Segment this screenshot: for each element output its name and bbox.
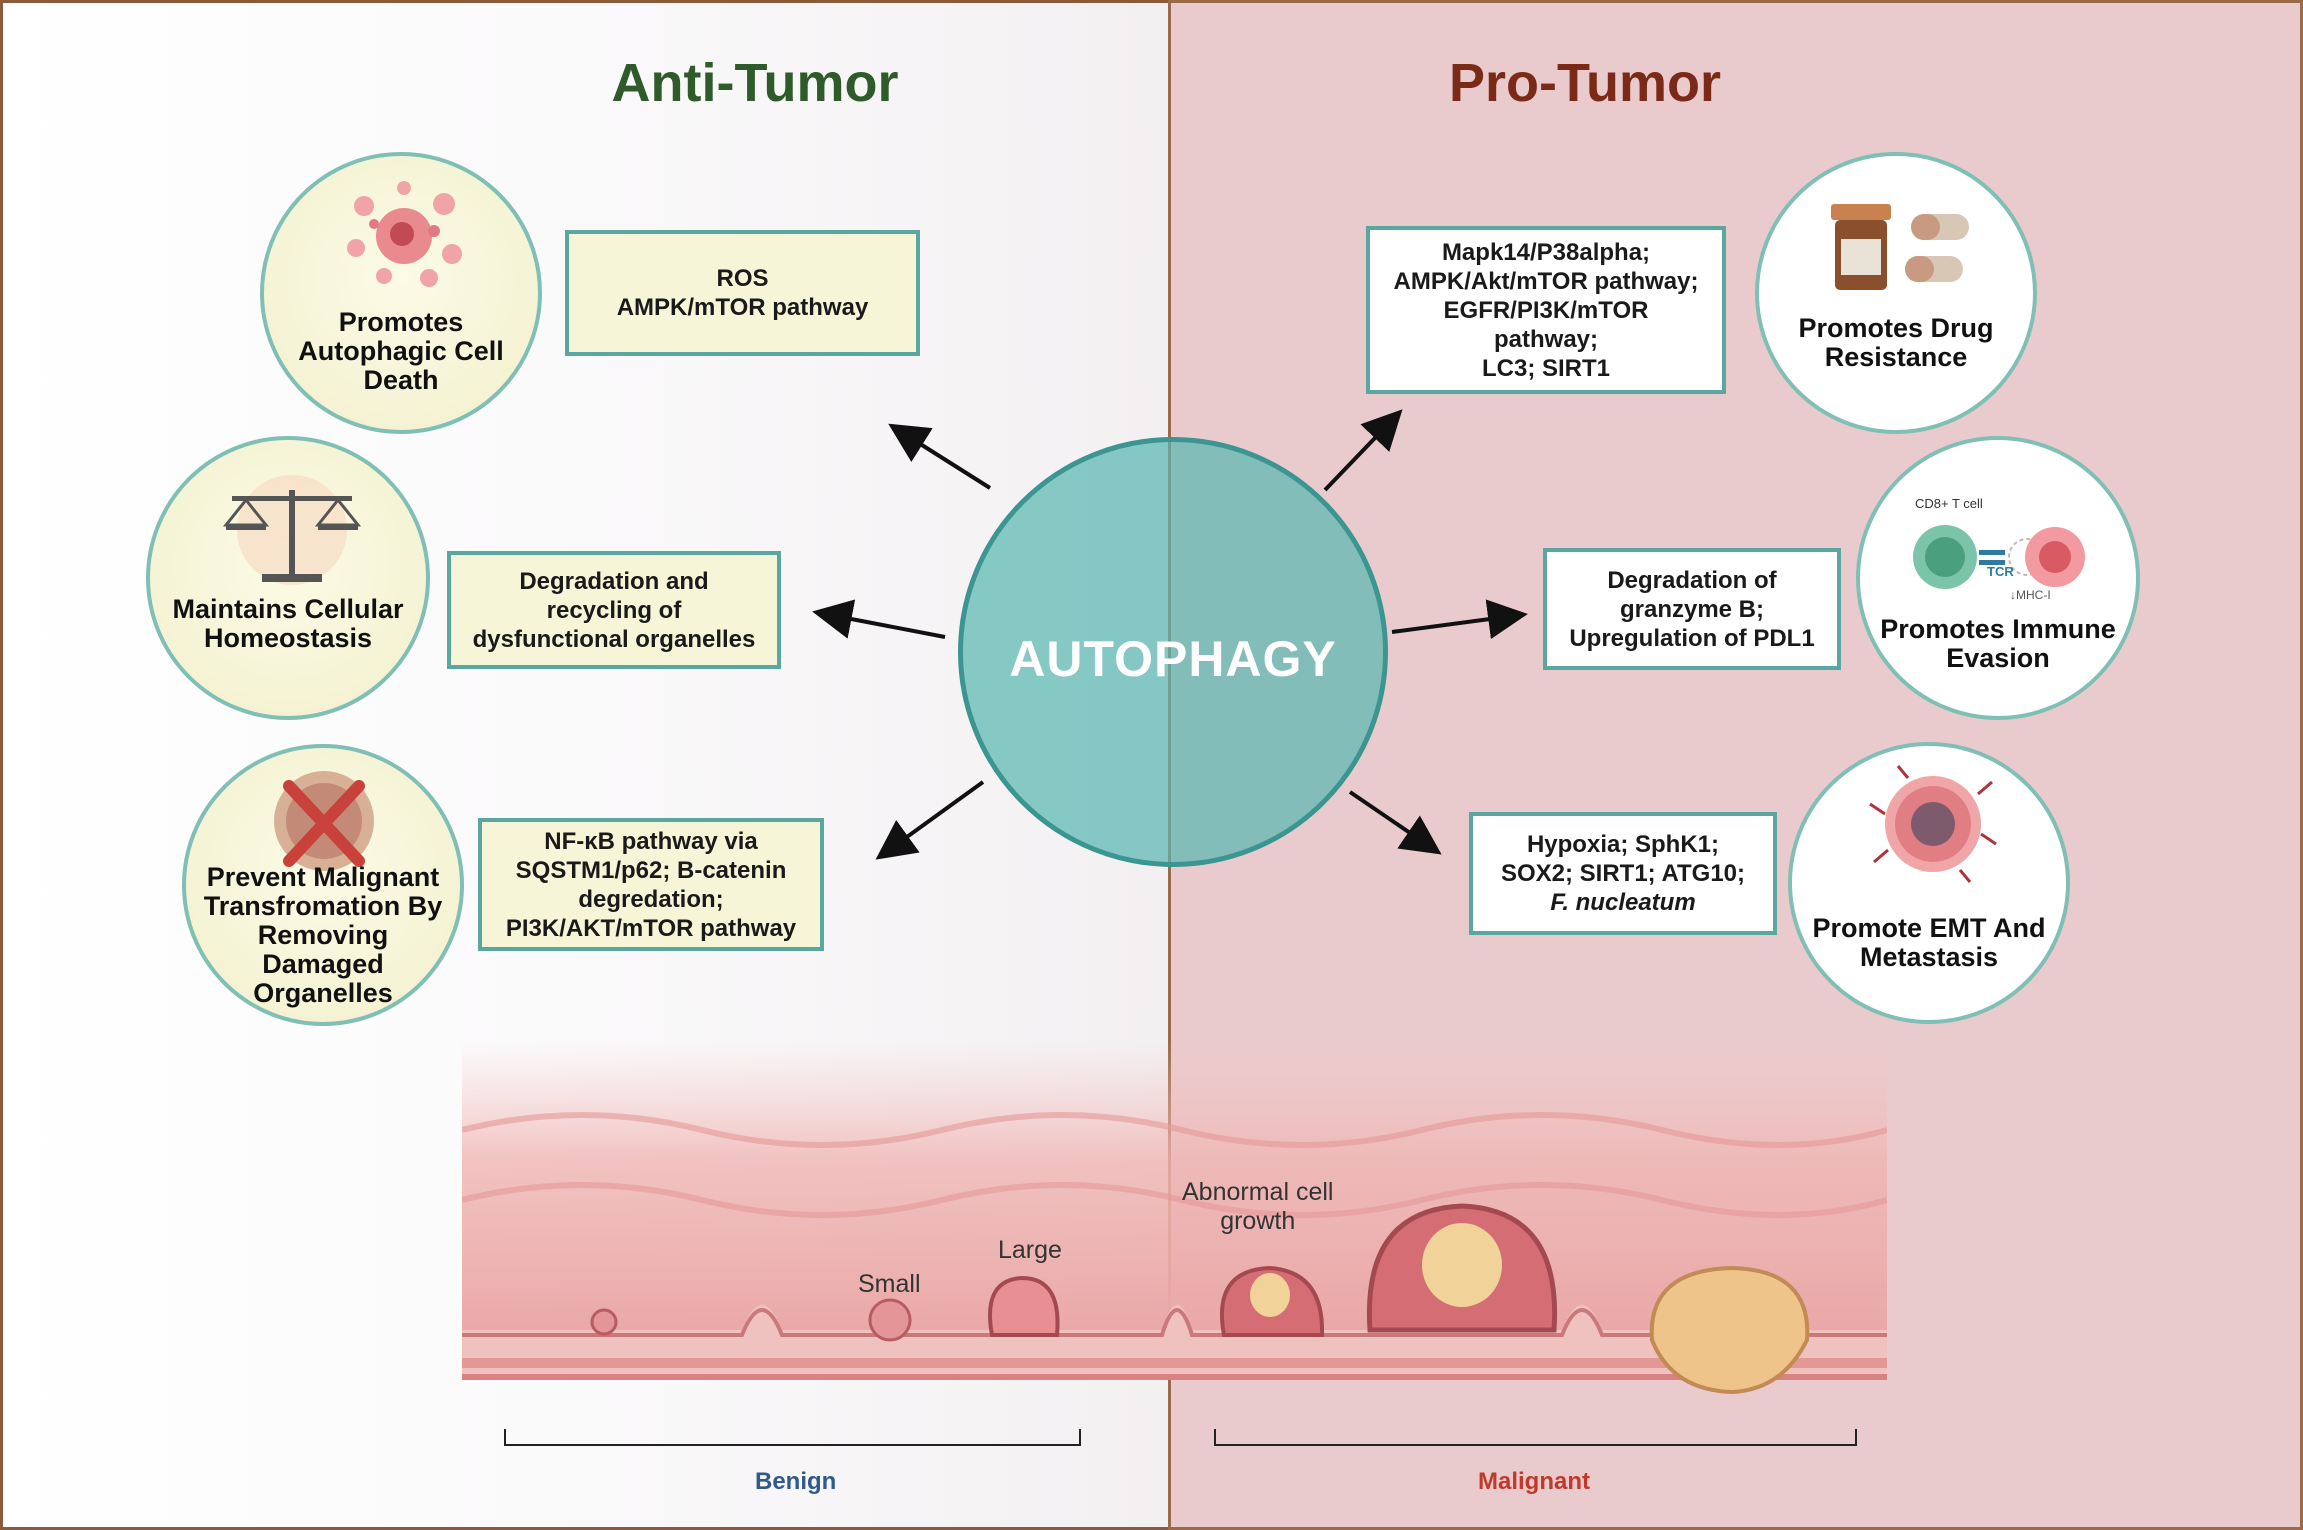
pro-tumor-heading: Pro-Tumor [1449, 53, 1721, 113]
hypoxia-box: Hypoxia; SphK1; SOX2; SIRT1; ATG10; F. n… [1469, 812, 1777, 935]
arrow-to-homeostasis [812, 599, 946, 639]
mhc-label: ↓MHC-I [2010, 588, 2051, 602]
colon-tissue-illustration [462, 1040, 1887, 1395]
f-nucleatum-text: F. nucleatum [1550, 889, 1696, 916]
dying-cell-icon [347, 181, 462, 287]
tcr-label: TCR [1987, 564, 2014, 579]
autophagic-cell-death-circle: Promotes Autophagic Cell Death [260, 152, 542, 434]
autophagy-label: AUTOPHAGY [1009, 631, 1337, 687]
large-polyp-label: Large [998, 1236, 1062, 1264]
nfkb-pathway-box: NF-κB pathway via SQSTM1/p62; B-catenin … [478, 818, 824, 951]
arrow-to-autophagic-death [888, 423, 992, 490]
drug-resistance-circle: Promotes Drug Resistance [1755, 152, 2037, 434]
malignant-label: Malignant [1478, 1468, 1590, 1495]
ros-ampk-box: ROS AMPK/mTOR pathway [565, 230, 920, 356]
arrow-to-emt [1348, 790, 1442, 855]
arrow-to-immune-evasion [1391, 599, 1528, 640]
t-cell-interaction-icon [1913, 525, 2085, 589]
autophagy-circle: AUTOPHAGY [958, 437, 1388, 867]
prevent-malignant-label: Prevent Malignant Transfromation By Remo… [203, 862, 443, 1008]
emt-metastasis-circle: Promote EMT And Metastasis [1788, 742, 2070, 1024]
balance-scale-icon [222, 475, 362, 585]
cellular-homeostasis-label: Maintains Cellular Homeostasis [172, 594, 404, 653]
crossed-cell-icon [274, 771, 374, 871]
cellular-homeostasis-circle: Maintains Cellular Homeostasis [146, 436, 430, 720]
immune-evasion-label: Promotes Immune Evasion [1880, 614, 2116, 673]
stage-brackets [504, 1429, 1857, 1446]
arrow-to-drug-resistance [1323, 409, 1403, 492]
prevent-malignant-circle: Prevent Malignant Transfromation By Remo… [182, 744, 464, 1026]
benign-label: Benign [755, 1468, 837, 1495]
organelle-degradation-box: Degradation and recycling of dysfunction… [447, 551, 781, 669]
emt-metastasis-label: Promote EMT And Metastasis [1812, 913, 2046, 972]
abnormal-growth-label: Abnormal cell growth [1182, 1178, 1334, 1235]
mapk14-box: Mapk14/P38alpha; AMPK/Akt/mTOR pathway; … [1366, 226, 1726, 394]
pill-bottle-icon [1831, 204, 1969, 290]
small-polyp-label: Small [858, 1270, 921, 1298]
anti-tumor-heading: Anti-Tumor [611, 53, 899, 113]
immune-evasion-circle: CD8+ T cell TCR ↓MHC-I Promotes Immune E… [1856, 436, 2140, 720]
granzyme-pdl1-box: Degradation of granzyme B; Upregulation … [1543, 548, 1841, 670]
hypoxia-text: Hypoxia; SphK1; SOX2; SIRT1; ATG10; [1500, 831, 1746, 887]
metastatic-cell-icon [1869, 765, 1997, 883]
autophagic-cell-death-label: Promotes Autophagic Cell Death [298, 307, 504, 395]
drug-resistance-label: Promotes Drug Resistance [1798, 313, 1994, 372]
arrow-to-malignant-prevention [875, 780, 985, 860]
cd8-t-cell-label: CD8+ T cell [1915, 496, 1983, 511]
